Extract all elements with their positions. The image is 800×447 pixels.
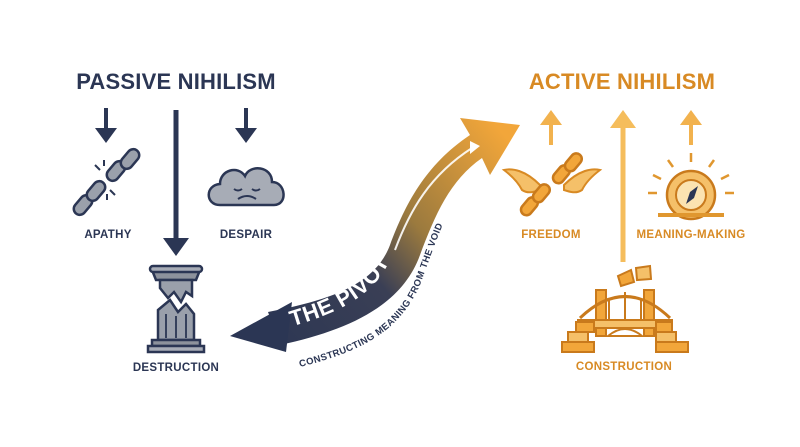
down-arrow-apathy-icon: [95, 108, 117, 143]
bridge-building-icon: [561, 264, 689, 353]
meaning-making-label: MEANING-MAKING: [637, 229, 746, 241]
freedom-label: FREEDOM: [521, 229, 581, 241]
destruction-label: DESTRUCTION: [133, 362, 219, 374]
construction-label: CONSTRUCTION: [576, 361, 672, 373]
apathy-label: APATHY: [84, 229, 131, 241]
up-arrow-meaning-icon: [680, 110, 702, 145]
winged-chain-icon: [501, 152, 603, 217]
long-down-arrow-destruction-icon: [163, 110, 189, 256]
broken-chain-icon: [72, 147, 141, 217]
despair-label: DESPAIR: [220, 229, 273, 241]
sunrise-compass-icon: [648, 153, 734, 221]
long-up-arrow-construction-icon: [610, 110, 636, 262]
up-arrow-freedom-icon: [540, 110, 562, 145]
active-nihilism-heading: ACTIVE NIHILISM: [529, 69, 715, 94]
broken-column-icon: [146, 264, 206, 354]
down-arrow-despair-icon: [235, 108, 257, 143]
pivot-arrow: [230, 118, 520, 352]
sad-cloud-icon: [207, 167, 285, 207]
passive-nihilism-heading: PASSIVE NIHILISM: [76, 69, 276, 94]
